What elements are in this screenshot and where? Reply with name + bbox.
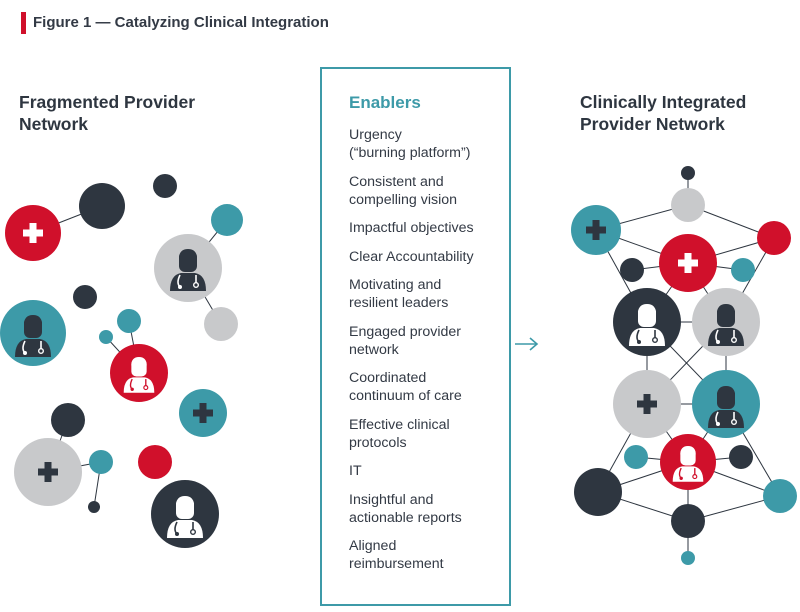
enabler-item-line: Motivating and — [349, 277, 442, 293]
enabler-item-line: Impactful objectives — [349, 220, 474, 236]
left-navy-dot-mid — [51, 403, 85, 437]
right-network — [571, 166, 797, 565]
left-hospital-node-teal — [179, 389, 227, 437]
enabler-item-line: Effective clinical — [349, 416, 450, 433]
right-hospital-node-gray — [613, 370, 681, 438]
left-navy-dot-tiny — [88, 501, 100, 513]
right-teal-dot-large — [763, 479, 797, 513]
enabler-item-line: Urgency — [349, 127, 402, 143]
left-doctor-node-red — [110, 344, 168, 402]
right-title-line-2: Provider Network — [580, 114, 725, 134]
right-title: Clinically Integrated Provider Network — [580, 91, 746, 135]
enablers-heading: Enablers — [349, 93, 421, 112]
enabler-item-line: Clear Accountability — [349, 248, 474, 265]
enabler-item-line: actionable reports — [349, 509, 462, 526]
left-teal-dot-mid — [89, 450, 113, 474]
enabler-item-line: compelling vision — [349, 191, 458, 208]
left-hospital-node-red — [5, 205, 61, 261]
left-doctor-node-gray — [154, 234, 222, 302]
right-teal-dot-small — [731, 258, 755, 282]
enabler-item-line: reimbursement — [349, 556, 444, 572]
right-teal-dot-mid — [624, 445, 648, 469]
left-navy-dot — [153, 174, 177, 198]
right-navy-dot-top — [681, 166, 695, 180]
right-hospital-node-teal — [571, 205, 621, 255]
arrow-right-icon — [515, 337, 539, 351]
right-teal-dot-bottom — [681, 551, 695, 565]
right-doctor-node-teal — [692, 370, 760, 438]
left-doctor-node-teal — [0, 300, 66, 366]
enabler-item-line: protocols — [349, 434, 407, 451]
right-doctor-node-gray — [692, 288, 760, 356]
right-doctor-node-red — [660, 434, 716, 490]
enabler-item-line: network — [349, 341, 399, 358]
left-hospital-node-gray — [14, 438, 82, 506]
enabler-item-line: (“burning platform”) — [349, 145, 471, 161]
left-teal-dot — [211, 204, 243, 236]
left-title-line-1: Fragmented Provider — [19, 92, 196, 112]
enabler-item-line: Engaged provider — [349, 323, 462, 340]
enabler-item: Clear Accountability — [349, 248, 509, 266]
right-navy-dot-small — [620, 258, 644, 282]
enabler-item: Urgency (“burning platform”) — [349, 126, 509, 162]
enabler-item: Aligned reimbursement — [349, 537, 509, 573]
enabler-item: Coordinated continuum of care — [349, 369, 509, 405]
enabler-item-line: Consistent and — [349, 173, 444, 190]
right-navy-node-large — [574, 468, 622, 516]
enabler-item-line: Insightful and — [349, 491, 434, 508]
right-title-line-1: Clinically Integrated — [580, 92, 747, 112]
enabler-item-line: Aligned — [349, 538, 397, 554]
enabler-item: Motivating and resilient leaders — [349, 276, 509, 312]
enabler-item-line: resilient leaders — [349, 295, 449, 311]
left-navy-dot-small — [73, 285, 97, 309]
enabler-item-line: IT — [349, 463, 362, 479]
left-red-dot — [138, 445, 172, 479]
left-navy-node-large — [79, 183, 125, 229]
left-title: Fragmented Provider Network — [19, 91, 195, 135]
left-title-line-2: Network — [19, 114, 89, 134]
right-hospital-node-red — [659, 234, 717, 292]
enablers-list: Urgency (“burning platform”) Consistent an… — [349, 126, 509, 584]
left-network — [0, 174, 243, 548]
right-navy-dot-mid — [729, 445, 753, 469]
right-navy-dot-bottom — [671, 504, 705, 538]
enablers-box: Enablers Urgency (“burning platform”) Cons… — [320, 67, 511, 606]
enabler-item: IT — [349, 462, 509, 480]
right-red-dot — [757, 221, 791, 255]
figure-title-bar — [21, 12, 26, 34]
figure-title: Figure 1 — Catalyzing Clinical Integrati… — [33, 14, 329, 31]
left-teal-dot-tiny — [99, 330, 113, 344]
right-gray-dot-top — [671, 188, 705, 222]
left-doctor-node-navy — [151, 480, 219, 548]
right-connector-lines — [595, 173, 781, 558]
right-doctor-node-navy — [613, 288, 681, 356]
enabler-item-line: continuum of care — [349, 388, 462, 404]
enabler-item-line: Coordinated — [349, 370, 427, 386]
enabler-item: Impactful objectives — [349, 219, 509, 237]
left-gray-dot — [204, 307, 238, 341]
left-teal-dot-small — [117, 309, 141, 333]
